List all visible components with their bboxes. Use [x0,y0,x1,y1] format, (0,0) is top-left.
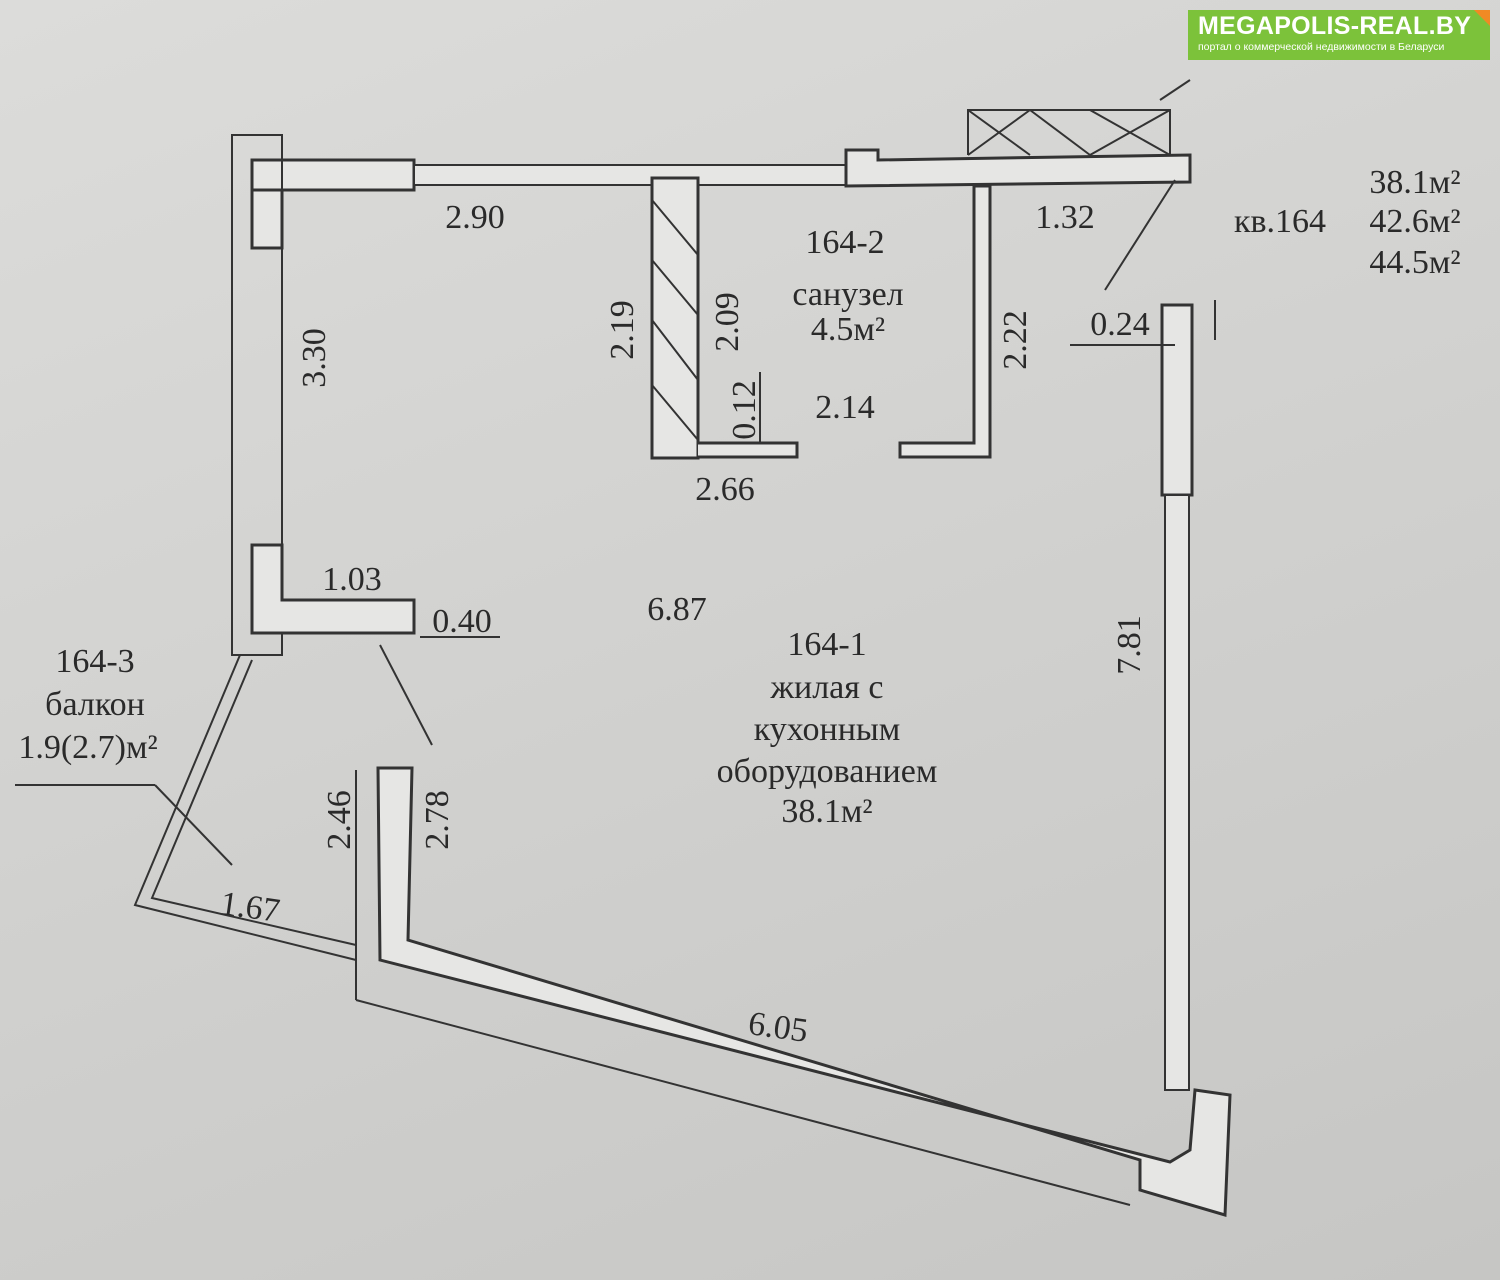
megapolis-logo[interactable]: MEGAPOLIS-REAL.BY портал о коммерческой … [1188,10,1490,60]
logo-corner-icon [1474,10,1490,26]
dim-0-12: 0.12 [726,380,763,440]
dim-3-30: 3.30 [296,328,333,388]
living-id: 164-1 [787,626,867,663]
bathroom-wall-right [898,184,992,459]
dim-2-78: 2.78 [419,790,456,850]
wall-bottom [376,766,1232,1217]
dim-1-03: 1.03 [322,561,382,598]
dim-2-19: 2.19 [604,300,641,360]
bathroom-wall-left [650,176,700,460]
living-name-1: жилая с [770,669,884,706]
vent-shaft [967,109,1171,155]
logo-subtitle: портал о коммерческой недвижимости в Бел… [1198,41,1445,53]
dim-2-09: 2.09 [709,292,746,352]
dim-1-67: 1.67 [218,885,283,930]
balcony-name: балкон [45,686,145,723]
dim-2-14: 2.14 [815,389,875,426]
wall-right-upper [1160,303,1194,497]
balcony-outline-inner [150,659,357,946]
wall-top-left [250,158,416,192]
dim-2-46: 2.46 [321,790,358,850]
balcony-area: 1.9(2.7)м² [18,729,158,766]
apartment-area-living: 38.1м² [1369,164,1461,201]
bathroom-area: 4.5м² [810,311,886,348]
dim-0-40: 0.40 [432,603,492,640]
bathroom-wall-hatch [651,199,699,441]
window-right [1164,494,1190,1091]
living-area: 38.1м² [781,793,873,830]
balcony-id: 164-3 [55,643,135,680]
wall-left [231,134,283,656]
apartment-area-total: 42.6м² [1369,203,1461,240]
dim-0-24: 0.24 [1090,306,1150,343]
logo-title: MEGAPOLIS-REAL.BY [1198,12,1472,40]
wall-left-bottom [250,543,416,635]
leader-lines [15,79,1216,866]
window-top [413,164,847,186]
living-name-3: оборудованием [716,753,938,790]
bathroom-id: 164-2 [805,224,885,261]
apartment-area-total-balcony: 44.5м² [1369,244,1461,281]
wall-top-right [844,148,1192,188]
vent-shaft-hatch [967,109,1171,156]
bathroom-wall-bottom [698,441,799,459]
apartment-label: кв.164 [1233,203,1327,240]
dim-6-05: 6.05 [746,1005,811,1050]
dim-6-87: 6.87 [647,591,707,628]
wall-bottom-outer-line [355,999,1131,1206]
dim-1-32: 1.32 [1035,199,1095,236]
living-name-2: кухонным [753,711,901,748]
dim-2-66: 2.66 [695,471,755,508]
dim-2-90: 2.90 [445,199,505,236]
wall-left-top [250,188,284,250]
dim-2-22: 2.22 [997,310,1034,370]
balcony-outline [133,654,357,961]
dim-7-81: 7.81 [1111,615,1148,675]
bathroom-name: санузел [792,276,904,313]
